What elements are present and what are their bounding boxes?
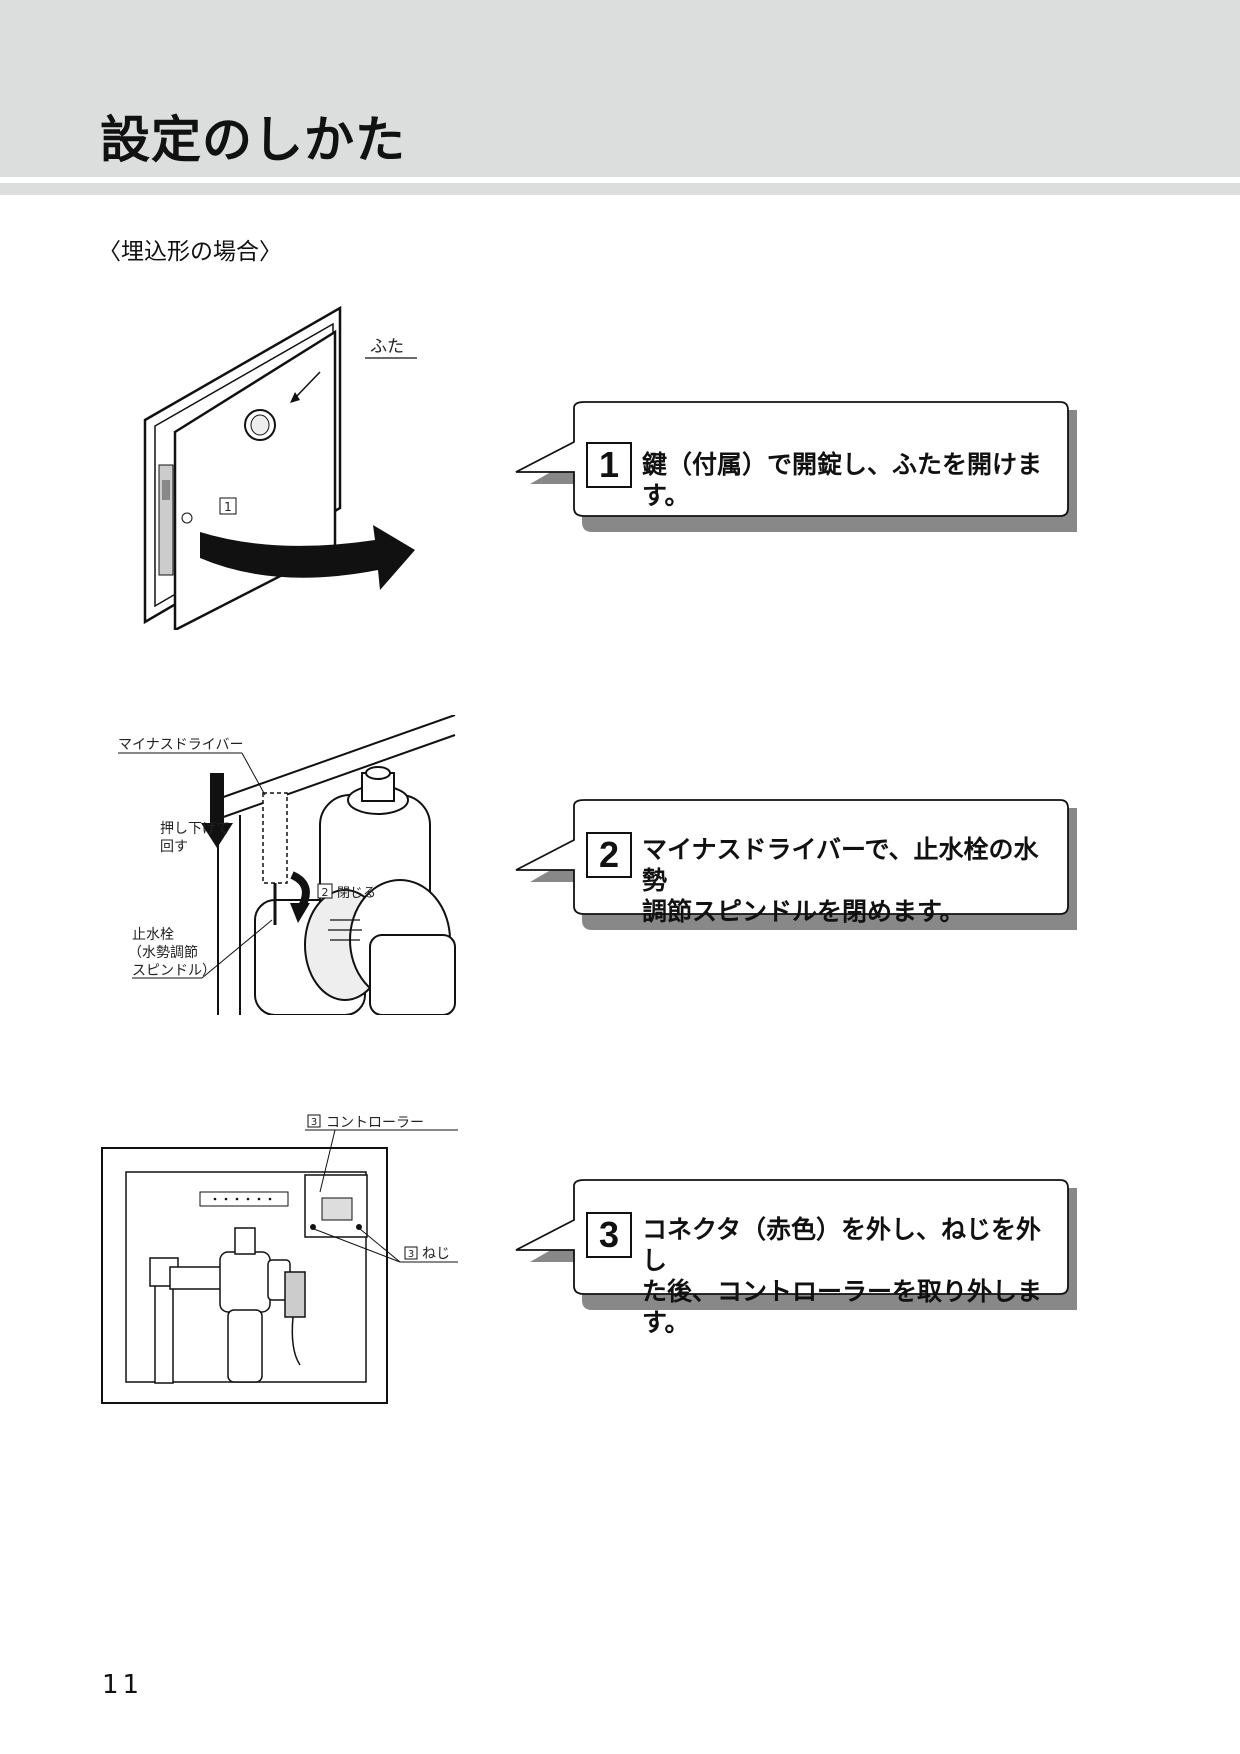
figure-open-lid: 1 ふた [135, 300, 435, 630]
svg-text:3: 3 [408, 1249, 414, 1260]
step-callout-1: 1 鍵（付属）で開錠し、ふたを開けます。 [512, 398, 1077, 538]
push-label-2: 回す [160, 839, 188, 855]
step-text-2: マイナスドライバーで、止水栓の水勢 調節スピンドルを閉めます。 [642, 835, 1039, 926]
push-label: 押し下げて [160, 821, 230, 837]
page-header: 設定のしかた [0, 0, 1240, 177]
header-divider [0, 183, 1240, 195]
step-tag-1: 1 [219, 497, 237, 515]
valve-label-2: （水勢調節 [128, 944, 198, 961]
controller-tag: 3 [307, 1114, 321, 1128]
figure-remove-controller: 3 コントローラー 3 ねじ [100, 1110, 465, 1410]
screw-label: ねじ [422, 1246, 450, 1262]
close-tag: 2 [317, 883, 333, 899]
step-number-3: 3 [586, 1212, 632, 1258]
svg-text:3: 3 [311, 1117, 317, 1128]
section-heading: 〈埋込形の場合〉 [98, 239, 282, 265]
driver-label: マイナスドライバー [118, 737, 243, 753]
page-number: 11 [102, 1670, 144, 1700]
svg-text:2: 2 [322, 886, 329, 899]
lid-label: ふた [370, 337, 404, 357]
figure-close-valve: 2 閉じる マイナスドライバー 押し下げて 回す 止水栓 （水勢調節 スピンドル… [100, 715, 460, 1015]
step-number-1: 1 [586, 442, 632, 488]
step-text-1: 鍵（付属）で開錠し、ふたを開けます。 [642, 450, 1043, 510]
valve-label: 止水栓 [132, 927, 174, 943]
screw-tag: 3 [404, 1246, 418, 1260]
controller-label: コントローラー [326, 1115, 424, 1131]
valve-label-3: スピンドル） [132, 963, 216, 979]
page-title: 設定のしかた [100, 111, 406, 169]
step-callout-3: 3 コネクタ（赤色）を外し、ねじを外し た後、コントローラーを取り外します。 [512, 1176, 1077, 1337]
step-callout-2: 2 マイナスドライバーで、止水栓の水勢 調節スピンドルを閉めます。 [512, 796, 1077, 936]
svg-text:1: 1 [224, 500, 232, 514]
close-label: 閉じる [337, 886, 376, 901]
step-number-2: 2 [586, 832, 632, 878]
step-text-3: コネクタ（赤色）を外し、ねじを外し た後、コントローラーを取り外します。 [642, 1215, 1043, 1337]
